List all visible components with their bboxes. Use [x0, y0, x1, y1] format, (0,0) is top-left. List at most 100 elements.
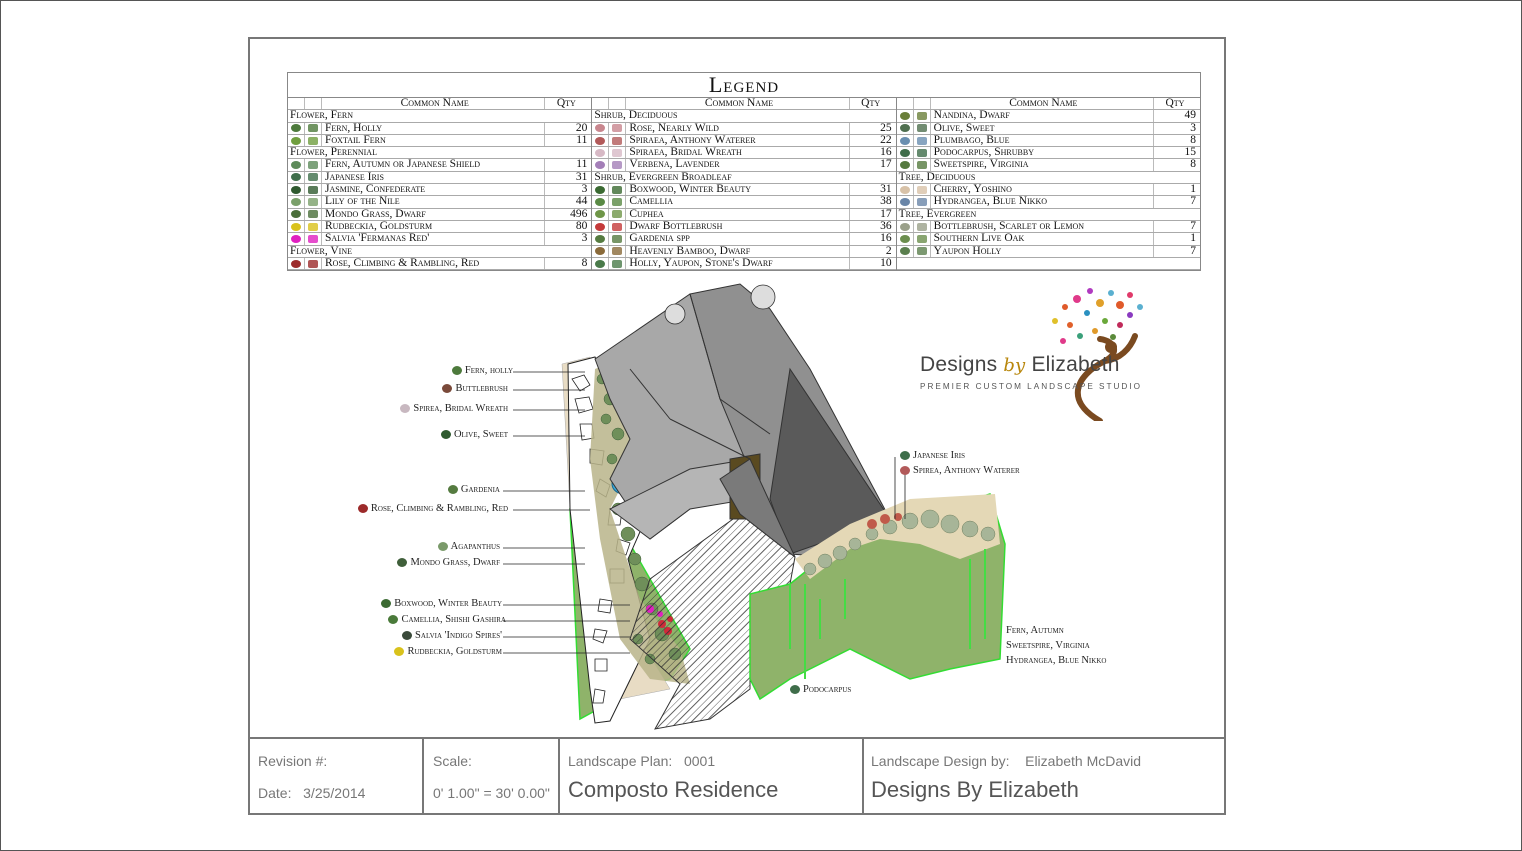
plan-label: Fern, holly [451, 365, 513, 376]
plant-image-icon [914, 184, 931, 196]
plant-symbol-icon [381, 599, 392, 608]
plan-label: Rudbeckia, Goldsturm [394, 646, 502, 657]
plant-symbol-icon [451, 366, 462, 375]
plant-image-icon [609, 184, 627, 196]
plant-plan-symbol-icon [288, 171, 305, 184]
plant-plan-symbol-icon [288, 220, 305, 233]
revision-cell: Revision #: Date: 3/25/2014 [250, 739, 424, 815]
plant-plan-symbol-icon [288, 122, 305, 134]
plant-name: Dwarf Bottlebrush [626, 220, 850, 233]
plant-name: Heavenly Bamboo, Dwarf [626, 245, 850, 257]
designer-line: Landscape Design by: Elizabeth McDavid [871, 753, 1142, 769]
plant-symbol-icon [440, 430, 451, 439]
title-block: Revision #: Date: 3/25/2014 Scale: 0' 1.… [250, 737, 1224, 815]
legend-category-row: Flower, Perennial [288, 147, 592, 160]
plant-plan-symbol-icon [897, 134, 914, 147]
legend-title: Legend [288, 73, 1200, 98]
plant-name: Spiraea, Bridal Wreath [626, 147, 850, 159]
legend-blank-row [896, 258, 1200, 271]
legend-category: Flower, Vine [290, 245, 353, 257]
plant-image-icon [914, 196, 931, 208]
logo-tagline: PREMIER CUSTOM LANDSCAPE STUDIO [920, 382, 1142, 391]
plant-image-icon [914, 159, 931, 171]
plant-qty: 1 [1190, 184, 1196, 196]
plant-plan-symbol-icon [897, 147, 914, 159]
plant-qty: 36 [880, 220, 892, 232]
plant-name: Spiraea, Anthony Waterer [626, 134, 850, 147]
plant-qty: 31 [880, 184, 892, 196]
plant-image-icon [609, 196, 627, 208]
revision-label: Revision #: [258, 753, 328, 769]
plant-plan-symbol-icon [288, 208, 305, 220]
plan-label: Hydrangea, Blue Nikko [1006, 655, 1107, 666]
plant-name: Yaupon Holly [931, 245, 1154, 257]
plant-qty: 8 [1190, 159, 1196, 171]
plan-label: Japanese Iris [900, 450, 965, 461]
legend-plant-row: Yaupon Holly 7 [896, 245, 1200, 258]
house-roof [594, 283, 891, 560]
tree-figure-icon [1052, 288, 1143, 421]
legend-category-row: Flower, Fern [288, 110, 592, 123]
red-shrubs-right [867, 513, 902, 529]
plant-image-icon [914, 122, 931, 134]
plant-name: Foxtail Fern [322, 134, 546, 147]
plan-label: Sweetspire, Virginia [1006, 640, 1090, 651]
plant-qty: 16 [880, 233, 892, 245]
legend-category: Tree, Evergreen [898, 208, 977, 220]
plant-qty: 7 [1190, 196, 1196, 208]
legend-plant-row: Heavenly Bamboo, Dwarf 2 [592, 245, 896, 258]
plan-label: Mondo Grass, Dwarf [397, 557, 500, 568]
plant-qty: 49 [1184, 110, 1196, 122]
plant-qty: 7 [1190, 245, 1196, 257]
plant-name: Rose, Climbing & Rambling, Red [322, 257, 546, 270]
plant-qty: 31 [575, 171, 588, 183]
plant-image-icon [609, 257, 627, 270]
plan-label: Gardenia [447, 484, 500, 495]
landscape-plan-drawing [503, 283, 1006, 730]
plant-qty: 3 [581, 233, 588, 245]
plant-name: Holly, Yaupon, Stone's Dwarf [626, 257, 850, 270]
legend-category-row: Tree, Deciduous [896, 172, 1200, 185]
plant-image-icon [305, 220, 322, 233]
plant-qty: 8 [1190, 134, 1196, 146]
plant-name: Rudbeckia, Goldsturm [322, 220, 546, 233]
scale-value: 0' 1.00" = 30' 0.00" [433, 785, 550, 801]
plan-label: Fern, Autumn [1006, 625, 1064, 636]
legend-plant-row: Spiraea, Bridal Wreath 16 [592, 147, 896, 160]
plant-plan-symbol-icon [592, 122, 610, 134]
plant-plan-symbol-icon [592, 257, 610, 270]
plant-plan-symbol-icon [897, 184, 914, 196]
plant-name: Japanese Iris [322, 171, 546, 184]
plant-image-icon [914, 233, 931, 245]
scale-cell: Scale: 0' 1.00" = 30' 0.00" [424, 739, 560, 815]
legend-header-row: Common Name Qty [896, 98, 1200, 111]
plant-name: Camellia [626, 196, 850, 208]
legend-plant-row: Boxwood, Winter Beauty 31 [592, 184, 896, 197]
plant-image-icon [914, 220, 931, 233]
company-name: Designs By Elizabeth [871, 777, 1079, 802]
plant-name: Southern Live Oak [931, 233, 1154, 245]
plant-name: Gardenia spp [626, 233, 850, 245]
plant-symbol-icon [400, 404, 411, 413]
plant-symbol-icon [357, 504, 368, 513]
legend-plant-row: Salvia 'Fermanas Red'3 [288, 233, 592, 246]
plant-name: Boxwood, Winter Beauty [626, 184, 850, 196]
plant-plan-symbol-icon [897, 159, 914, 171]
plant-plan-symbol-icon [288, 134, 305, 147]
plant-qty: 2 [885, 245, 892, 257]
plan-label: Buttlebrush [442, 383, 508, 394]
plant-qty: 16 [880, 147, 892, 159]
palm-trees [664, 284, 776, 325]
col-name-header: Common Name [931, 98, 1154, 110]
col-qty-header: Qty [1165, 98, 1185, 109]
plant-image-icon [609, 147, 627, 159]
